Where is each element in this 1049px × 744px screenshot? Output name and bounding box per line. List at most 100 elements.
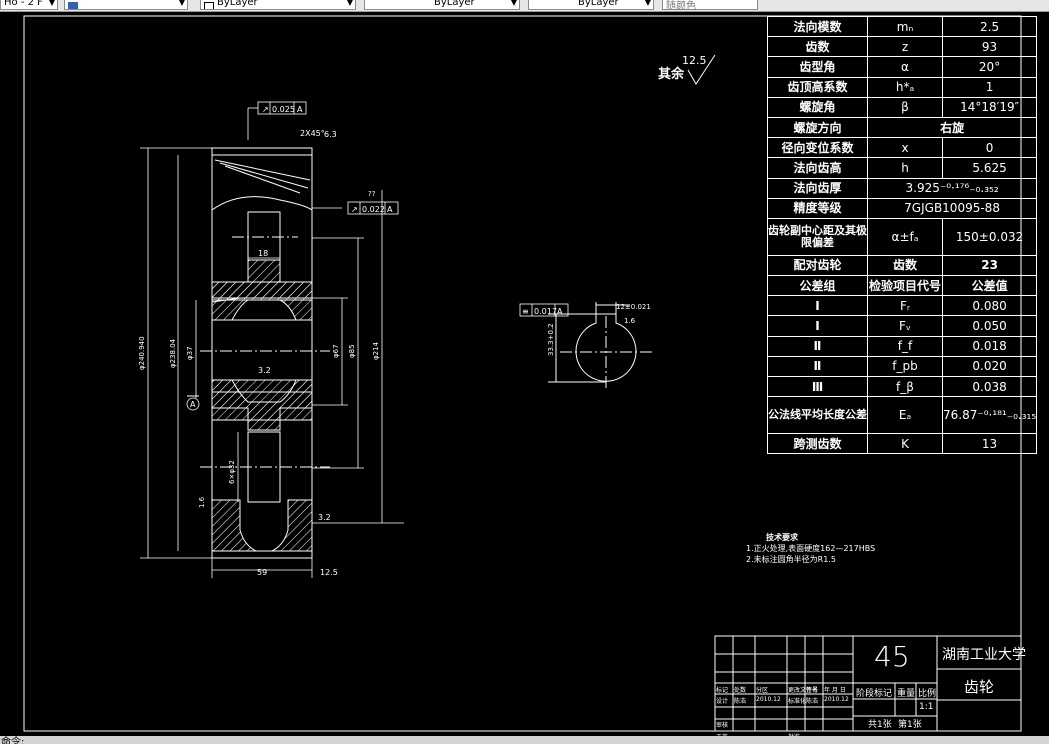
part-name: 齿轮 <box>964 678 995 696</box>
spec-value: 93 <box>941 36 1038 58</box>
spec-value: 右旋 <box>866 116 1038 139</box>
spec-symbol: Fᵥ <box>867 315 943 337</box>
color-dropdown[interactable]: ByLayer▼ <box>200 0 356 10</box>
title-block-cell: 签名 <box>806 687 819 694</box>
gear-section-view <box>200 147 330 559</box>
roughness-symbol-icon <box>687 54 716 85</box>
chevron-down-icon: ▼ <box>346 0 353 7</box>
school-name: 湖南工业大学 <box>942 647 1026 663</box>
keyway-roughness: 1.6 <box>624 317 636 325</box>
spec-value: 20° <box>941 56 1038 78</box>
spec-label: 配对齿轮 <box>767 254 868 277</box>
spec-value: 0.080 <box>941 295 1038 317</box>
scale-value: 1:1 <box>919 702 934 712</box>
linetype-dropdown[interactable]: ByLayer ▼ <box>364 0 520 10</box>
drawing-svg: ↗ 0.025 A ↗ 0.022 A ?? ≡ 0.017 A 2X45° 6… <box>23 15 1022 732</box>
spec-value: 1 <box>941 76 1038 98</box>
keyway-view <box>548 302 655 390</box>
sheet-number: 第1张 <box>898 720 922 730</box>
spec-symbol: h <box>867 157 943 179</box>
spec-symbol: K <box>867 433 943 455</box>
technical-note-1: 1.正火处理,表面硬度162—217HBS <box>746 544 876 553</box>
dim-tip-diameter: φ240.940 <box>138 336 146 370</box>
layer-state-dropdown[interactable]: ▼ <box>64 0 188 10</box>
technical-notes-title: 技术要求 <box>766 533 798 542</box>
color-swatch-icon <box>204 2 214 9</box>
general-roughness-value: 12.5 <box>682 54 707 67</box>
runout-symbol-2: ↗ <box>351 205 358 214</box>
dim-width-18: 18 <box>258 249 268 258</box>
runout-value-2: 0.022 <box>362 205 385 214</box>
runout-symbol-1: ↗ <box>262 105 269 114</box>
title-block-cell: 设计 <box>716 698 729 705</box>
properties-toolbar: Ho - 2 F▼ ▼ ByLayer▼ ByLayer▼ ByLayer▼ 随… <box>0 0 1049 12</box>
title-block-cell: 标记 <box>716 687 729 694</box>
spec-symbol: h*ₐ <box>867 76 943 98</box>
dim-inner-diameter: φ238.04 <box>169 338 177 368</box>
weight-label: 重量 <box>897 689 916 699</box>
chamfer-label: 2X45° <box>300 129 325 138</box>
plotstyle-dropdown[interactable]: 随颜色 <box>662 0 758 10</box>
spec-symbol: β <box>867 96 943 118</box>
spec-value: 23 <box>941 254 1038 277</box>
command-line[interactable]: 命令: <box>0 736 1049 744</box>
spec-label: 精度等级 <box>767 197 868 219</box>
spec-label: 公差组 <box>767 275 868 297</box>
dim-width-59: 59 <box>257 568 267 577</box>
spec-label: 公法线平均长度公差 <box>767 396 868 435</box>
title-block-cell: 处数 <box>734 687 747 694</box>
title-block-lines <box>714 635 1022 732</box>
drawing-canvas[interactable]: ↗ 0.025 A ↗ 0.022 A ?? ≡ 0.017 A 2X45° 6… <box>0 12 1049 741</box>
spec-label: 齿型角 <box>767 56 868 78</box>
spec-value: 76.87⁻⁰·¹⁸¹₋₀.₃₁₅ <box>941 396 1038 435</box>
spec-value: 公差值 <box>941 275 1038 297</box>
lineweight-dropdown[interactable]: ByLayer▼ <box>528 0 654 10</box>
command-prompt: 命令: <box>1 737 25 744</box>
roughness-125: 12.5 <box>320 568 338 577</box>
spec-value: 3.925⁻⁰·¹⁷⁶₋₀.₃₅₂ <box>866 177 1038 199</box>
roughness-32: 3.2 <box>258 366 271 375</box>
roughness-16: 1.6 <box>198 496 206 508</box>
spec-label: Ⅰ <box>767 315 868 337</box>
title-block-cell: 2010.12 <box>824 696 849 703</box>
spec-value: 7GJGB10095-88 <box>866 197 1038 219</box>
runout-datum-1: A <box>297 105 303 114</box>
dim-bore-diameter: φ37 <box>186 346 194 360</box>
chevron-down-icon: ▼ <box>510 0 517 7</box>
spec-label: 螺旋方向 <box>767 116 868 139</box>
symmetry-symbol: ≡ <box>522 307 529 316</box>
spec-symbol: Eₐ <box>867 396 943 435</box>
title-block-cell: 陈浩 <box>806 698 819 705</box>
spec-symbol: f_f <box>867 335 943 357</box>
spec-label: 法向齿厚 <box>767 177 868 199</box>
title-block-cell: 审核 <box>716 722 729 729</box>
layers-icon <box>68 2 78 9</box>
material-label: 45 <box>874 640 910 673</box>
layer-dropdown[interactable]: Ho - 2 F▼ <box>0 0 58 10</box>
spec-symbol: Fᵣ <box>867 295 943 317</box>
datum-letter: A <box>190 400 196 409</box>
technical-notes: 技术要求 1.正火处理,表面硬度162—217HBS 2.未标注圆角半径为R1.… <box>746 532 875 565</box>
datum-symbol: A <box>186 395 200 411</box>
spec-symbol: x <box>867 137 943 159</box>
keyway-width-dim: 12±0.021 <box>616 303 651 311</box>
spec-label: Ⅲ <box>767 375 868 398</box>
spec-value: 0.020 <box>941 355 1038 378</box>
spec-symbol: f_pb <box>867 355 943 378</box>
runout-value-1: 0.025 <box>272 105 295 114</box>
spec-value: 0.038 <box>941 375 1038 398</box>
spec-row: 螺旋方向右旋 <box>767 116 1038 139</box>
linetype-dropdown-label: ByLayer <box>434 0 475 8</box>
spec-symbol: z <box>867 36 943 58</box>
